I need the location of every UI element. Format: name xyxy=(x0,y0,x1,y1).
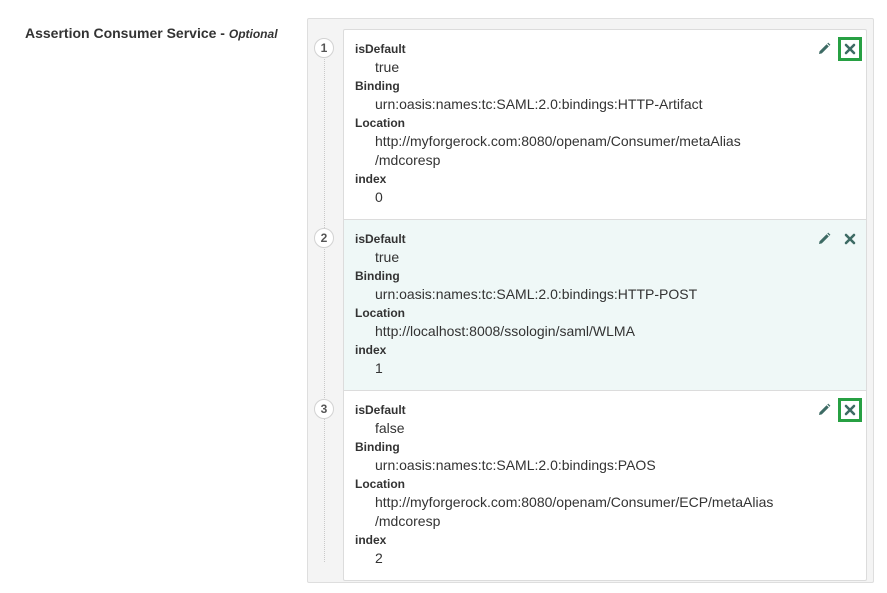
field-value: http://myforgerock.com:8080/openam/Consu… xyxy=(375,133,741,149)
close-icon xyxy=(844,43,856,55)
field-key: index xyxy=(355,533,387,547)
field-key: isDefault xyxy=(355,403,406,417)
optional-label: Optional xyxy=(228,27,278,41)
field-value: urn:oasis:names:tc:SAML:2.0:bindings:HTT… xyxy=(375,286,698,302)
field-key: Binding xyxy=(355,269,400,283)
field-value: true xyxy=(375,59,400,75)
pencil-icon xyxy=(819,232,831,244)
field-value: /mdcoresp xyxy=(375,513,441,529)
close-icon xyxy=(844,404,856,416)
card-list: 1 isDefault true Binding urn:oasis:names… xyxy=(314,29,867,581)
entry-number: 2 xyxy=(314,228,334,248)
delete-button[interactable] xyxy=(838,37,862,61)
field-key: Binding xyxy=(355,440,400,454)
field-value: 1 xyxy=(375,360,383,376)
field-key: Location xyxy=(355,477,405,491)
field-label-text: Assertion Consumer Service - xyxy=(25,25,229,41)
field-value: 2 xyxy=(375,550,383,566)
field-value: http://myforgerock.com:8080/openam/Consu… xyxy=(375,494,774,510)
entry-number: 3 xyxy=(314,399,334,419)
edit-button[interactable] xyxy=(812,398,836,422)
field-value: 0 xyxy=(375,189,383,205)
field-key: index xyxy=(355,343,387,357)
field-key: Location xyxy=(355,306,405,320)
timeline-line xyxy=(324,55,325,562)
edit-button[interactable] xyxy=(812,227,836,251)
delete-button[interactable] xyxy=(838,398,862,422)
field-value: /mdcoresp xyxy=(375,152,441,168)
field-value: urn:oasis:names:tc:SAML:2.0:bindings:PAO… xyxy=(375,457,656,473)
acs-entry-2: 2 isDefault true Binding urn:oasis:names… xyxy=(314,219,866,390)
acs-entry-3: 3 isDefault false Binding urn:oasis:name… xyxy=(314,390,866,580)
field-key: isDefault xyxy=(355,232,406,246)
field-key: isDefault xyxy=(355,42,406,56)
pencil-icon xyxy=(819,403,831,415)
field-value: http://localhost:8008/ssologin/saml/WLMA xyxy=(375,323,635,339)
entry-actions xyxy=(810,227,862,251)
acs-list-panel: 1 isDefault true Binding urn:oasis:names… xyxy=(307,18,874,583)
field-label: Assertion Consumer Service - Optional xyxy=(25,25,278,41)
pencil-icon xyxy=(819,42,831,54)
delete-button[interactable] xyxy=(838,227,862,251)
entry-actions xyxy=(810,398,862,422)
field-value: false xyxy=(375,420,405,436)
close-icon xyxy=(844,233,856,245)
field-value: urn:oasis:names:tc:SAML:2.0:bindings:HTT… xyxy=(375,96,703,112)
acs-entry-1: 1 isDefault true Binding urn:oasis:names… xyxy=(314,30,866,219)
field-value: true xyxy=(375,249,400,265)
field-key: Location xyxy=(355,116,405,130)
entry-actions xyxy=(810,37,862,61)
edit-button[interactable] xyxy=(812,37,836,61)
field-key: Binding xyxy=(355,79,400,93)
entry-number: 1 xyxy=(314,38,334,58)
field-key: index xyxy=(355,172,387,186)
